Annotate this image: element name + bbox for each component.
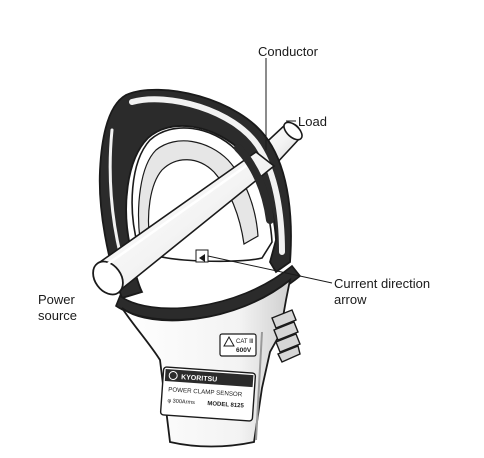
leader-lines <box>207 58 333 284</box>
grip-ridges <box>271 309 301 363</box>
load-label: Load <box>298 114 327 129</box>
current-direction-label-line2: arrow <box>334 292 367 307</box>
voltage-text: 600V <box>236 347 252 354</box>
conductor-rod-lower <box>92 151 276 296</box>
current-direction-arrow-icon <box>195 249 209 263</box>
nameplate: KYORITSU POWER CLAMP SENSOR φ 300Arms MO… <box>159 366 257 422</box>
cat-rating-label: CAT Ⅲ 600V <box>219 333 257 357</box>
current-rating-text: φ 300Arms <box>167 398 195 406</box>
model-text: MODEL 8125 <box>207 401 245 410</box>
brand-text: KYORITSU <box>181 374 218 384</box>
clamp-body-edge <box>255 331 263 441</box>
clamp-jaw-outer <box>98 88 292 300</box>
clamp-jaw-highlight <box>129 96 285 255</box>
power-source-label-line1: Power <box>38 292 75 307</box>
clamp-jaw-front-lip <box>234 144 274 224</box>
conductor-label: Conductor <box>258 44 318 59</box>
leader-line-current-direction <box>207 255 333 284</box>
current-direction-label-line1: Current direction <box>334 276 431 291</box>
cat-rating-text: CAT Ⅲ <box>236 339 253 345</box>
warning-triangle-icon <box>223 335 235 347</box>
power-source-label-line2: source <box>38 308 78 323</box>
kyoritsu-logo-icon <box>168 371 178 381</box>
